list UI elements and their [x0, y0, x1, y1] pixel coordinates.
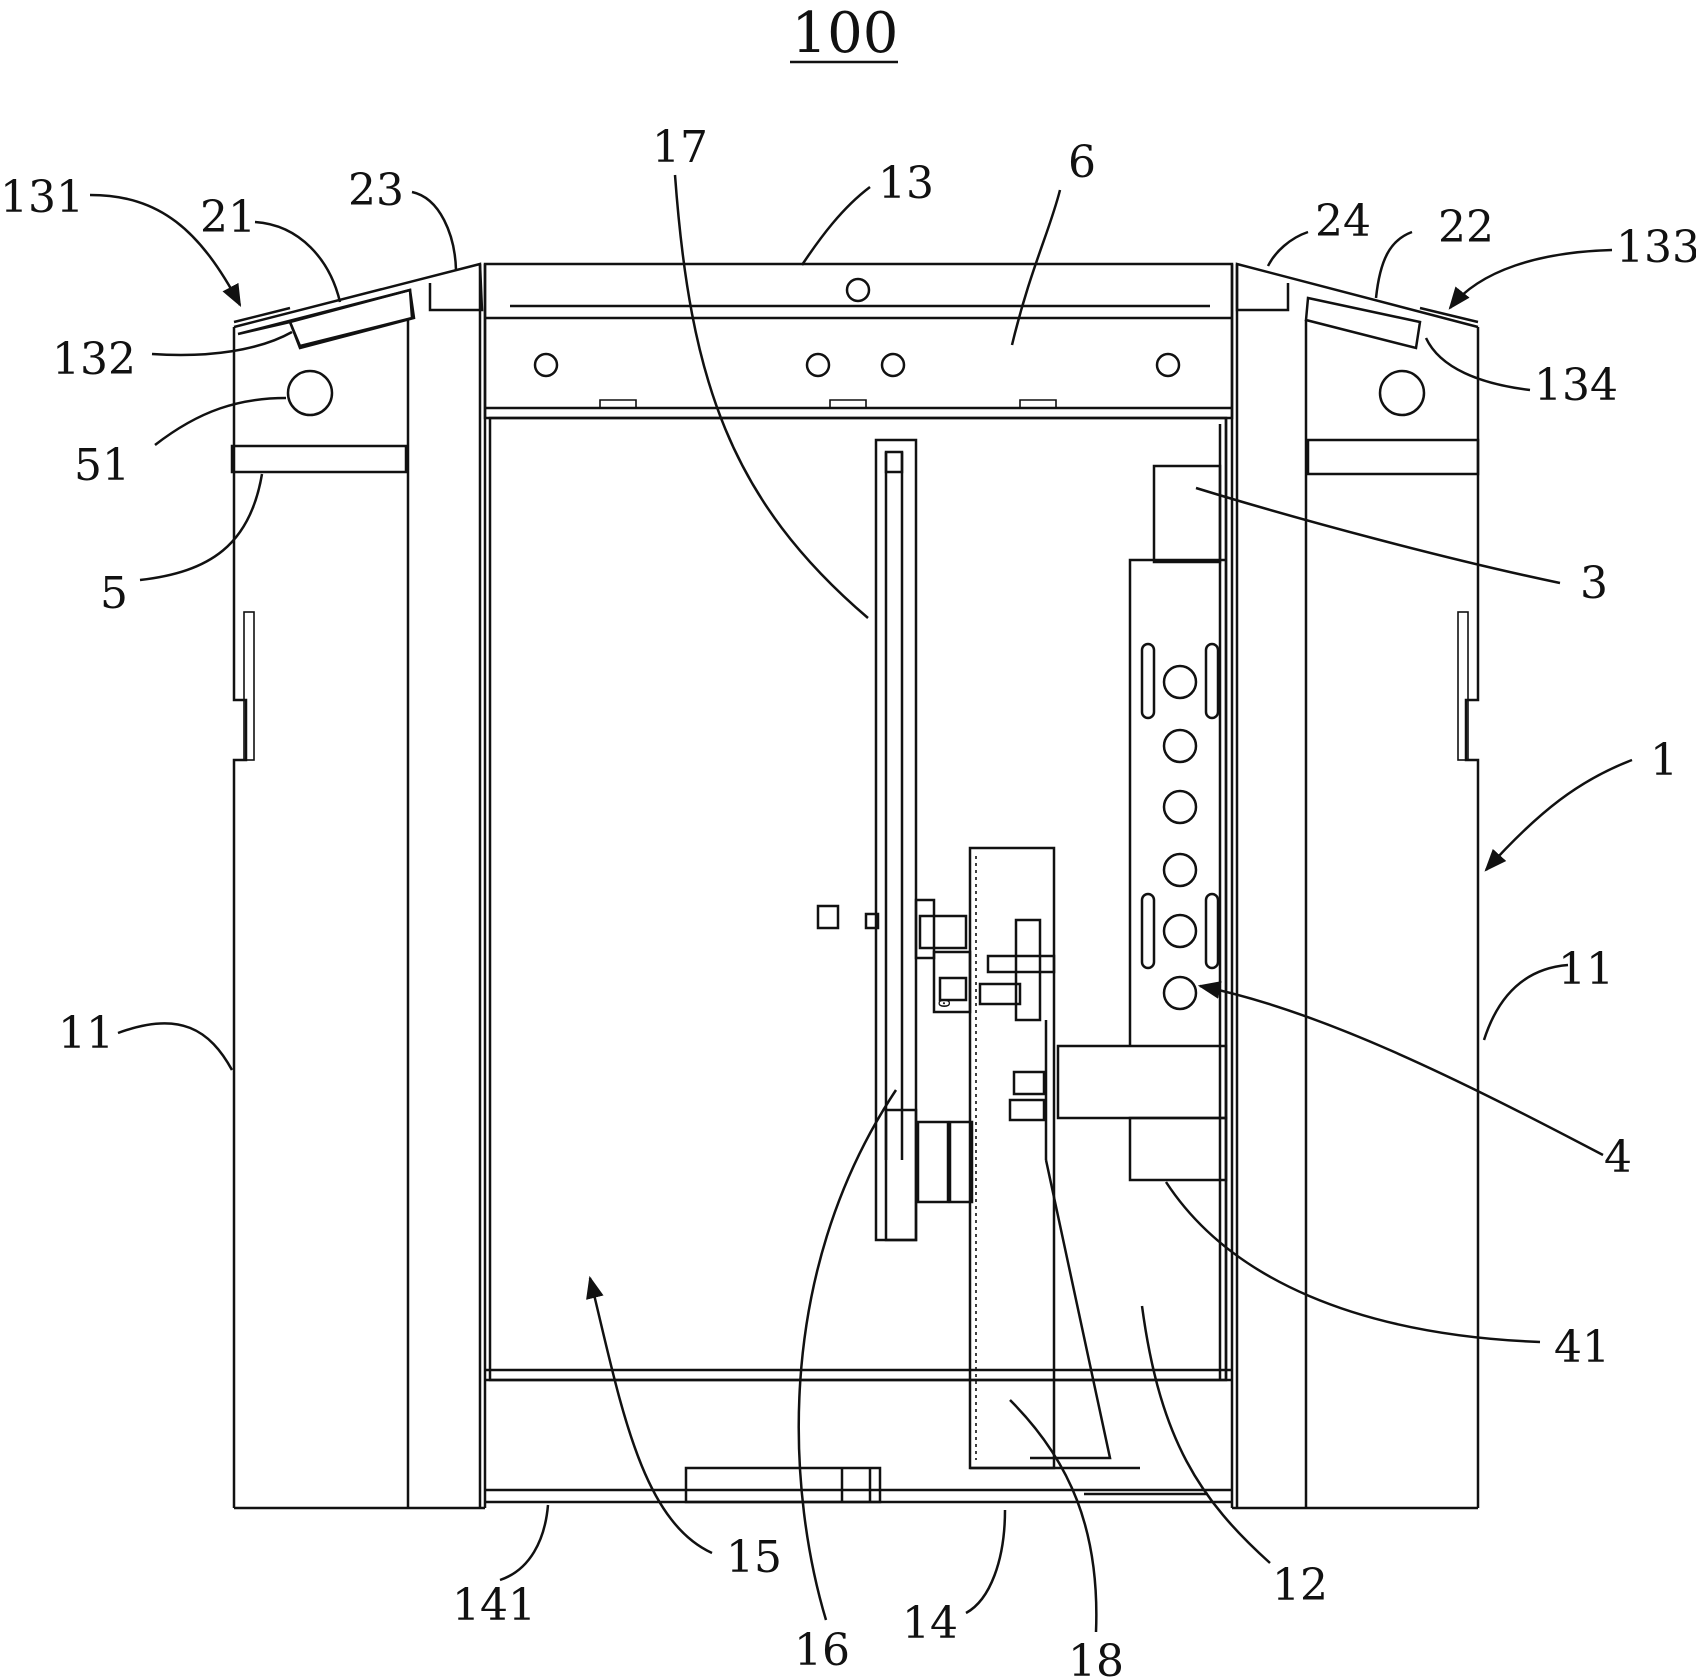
- label-133: 133: [1616, 222, 1696, 273]
- label-5: 5: [100, 568, 128, 619]
- label-12: 12: [1272, 1560, 1328, 1611]
- label-13: 13: [878, 158, 934, 209]
- perforated-rack: [1058, 466, 1226, 1180]
- leader-lines: [90, 175, 1632, 1632]
- part-labels: 131 21 23 17 13 6 24 22 133 132 134 51 5…: [0, 122, 1696, 1680]
- label-21: 21: [200, 192, 256, 243]
- left-roof-plate: [234, 264, 482, 348]
- label-16: 16: [794, 1625, 850, 1676]
- label-51: 51: [74, 440, 130, 491]
- label-134: 134: [1534, 360, 1618, 411]
- label-141: 141: [452, 1580, 536, 1631]
- label-24: 24: [1315, 196, 1371, 247]
- left-side-wall: [232, 320, 408, 1508]
- figure-title: 100: [792, 1, 899, 66]
- vertical-shaft: [818, 440, 972, 1240]
- inner-left-column: [408, 264, 485, 1508]
- label-22: 22: [1438, 202, 1494, 253]
- label-3: 3: [1580, 558, 1608, 609]
- label-132: 132: [52, 334, 136, 385]
- label-4: 4: [1604, 1132, 1632, 1183]
- inner-right-column: [1232, 264, 1306, 1508]
- right-roof-plate: [1237, 264, 1478, 348]
- svg-text:0: 0: [935, 998, 954, 1008]
- label-15: 15: [726, 1532, 782, 1583]
- label-11-left: 11: [58, 1008, 114, 1059]
- label-18: 18: [1068, 1636, 1124, 1680]
- label-14: 14: [902, 1598, 958, 1649]
- label-17: 17: [652, 122, 708, 173]
- top-frame: [485, 264, 1232, 1380]
- label-1: 1: [1650, 735, 1678, 786]
- inner-cabinet: [485, 418, 1232, 1502]
- drive-column: 0: [920, 848, 1140, 1468]
- right-side-wall: [1306, 327, 1478, 1508]
- label-41: 41: [1554, 1322, 1610, 1373]
- label-23: 23: [348, 165, 404, 216]
- label-6: 6: [1068, 137, 1096, 188]
- label-131: 131: [0, 172, 84, 223]
- label-11-right: 11: [1558, 944, 1614, 995]
